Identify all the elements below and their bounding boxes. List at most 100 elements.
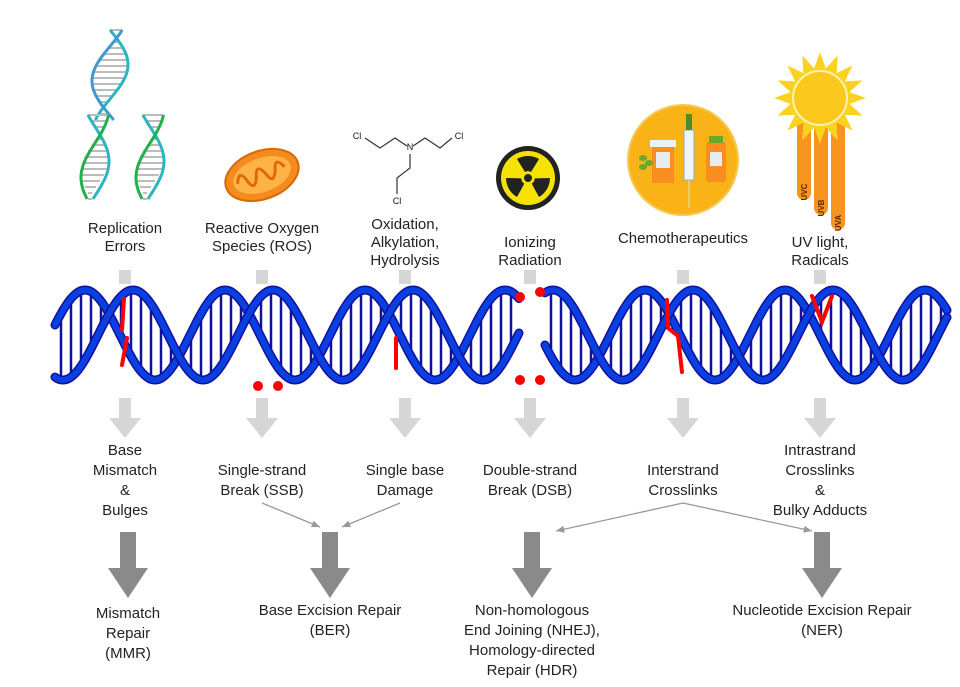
label-line: Bulky Adducts <box>773 502 867 519</box>
source-connector <box>814 270 826 284</box>
label-line: Ionizing <box>504 234 556 251</box>
atom-label: N <box>407 142 414 152</box>
uva-label: UVA <box>834 215 843 232</box>
label-line: Base Excision Repair <box>259 602 402 619</box>
dna-backbone-strand <box>52 286 522 384</box>
label-line: Break (SSB) <box>220 482 303 499</box>
label-line: Chemotherapeutics <box>618 230 748 247</box>
source-connector <box>256 270 268 284</box>
damage-mark <box>120 297 129 367</box>
label-line: Crosslinks <box>648 482 717 499</box>
pathway-link-arrow <box>682 502 813 532</box>
label-line: (NER) <box>801 622 843 639</box>
mitochondrion-icon <box>224 147 300 203</box>
radiation-hazard-icon <box>496 146 560 210</box>
label-line: Non-homologous <box>475 602 589 619</box>
label-line: End Joining (NHEJ), <box>464 622 600 639</box>
label-line: & <box>120 482 130 499</box>
label-line: Alkylation, <box>371 234 439 251</box>
label-line: Radicals <box>791 252 849 269</box>
atom-label: Cl <box>455 131 464 141</box>
repair-arrow <box>802 532 842 598</box>
label-line: Nucleotide Excision Repair <box>732 602 911 619</box>
label-line: Crosslinks <box>785 462 854 479</box>
strand-break-end <box>535 375 545 385</box>
label-line: Single base <box>366 462 444 479</box>
damage-mark <box>665 298 684 374</box>
atom-label: Cl <box>353 131 362 141</box>
strand-break-end <box>515 375 525 385</box>
source-connector <box>119 270 131 284</box>
source-connector <box>677 270 689 284</box>
strand-break-end <box>273 381 283 391</box>
label-line: Replication <box>88 220 162 237</box>
pathway-link-arrow <box>261 502 321 528</box>
uvb-label: UVB <box>817 199 826 216</box>
label-line: Homology-directed <box>469 642 595 659</box>
label-line: Repair (HDR) <box>487 662 578 679</box>
label-line: Bulges <box>102 502 148 519</box>
arrowhead <box>803 525 812 533</box>
label-line: Double-strand <box>483 462 577 479</box>
label-line: Interstrand <box>647 462 719 479</box>
down-arrow <box>109 398 141 438</box>
arrowhead <box>311 520 320 528</box>
dna-helix <box>50 285 952 391</box>
drugs-syringe-icon <box>627 104 739 216</box>
strand-break-end <box>253 381 263 391</box>
label-line: Errors <box>105 238 146 255</box>
dna-backbone-strand <box>542 286 950 384</box>
label-line: Oxidation, <box>371 216 439 233</box>
source-connector <box>399 270 411 284</box>
label-line: Mismatch <box>96 605 160 622</box>
label-line: Mismatch <box>93 462 157 479</box>
damage-source-label: Chemotherapeutics <box>618 230 748 247</box>
pathway-link-arrow <box>341 502 401 528</box>
down-arrow <box>514 398 546 438</box>
label-line: Base <box>108 442 142 459</box>
label-line: Repair <box>106 625 150 642</box>
down-arrow <box>667 398 699 438</box>
repair-arrow <box>310 532 350 598</box>
label-line: (MMR) <box>105 645 151 662</box>
label-line: UV light, <box>792 234 849 251</box>
atom-label: Cl <box>393 196 402 206</box>
dna-backbone-strand <box>52 286 522 384</box>
label-line: Intrastrand <box>784 442 856 459</box>
down-arrow <box>246 398 278 438</box>
arrowhead <box>556 525 565 533</box>
nitrogen-mustard-structure-icon: Cl N Cl Cl <box>353 131 464 206</box>
strand-break-end <box>535 287 545 297</box>
arrowhead <box>342 520 351 528</box>
damage-source-label: Oxidation,Alkylation,Hydrolysis <box>370 216 439 269</box>
uvc-label: UVC <box>800 183 809 200</box>
sun-uv-icon: UVC UVB UVA <box>774 52 866 231</box>
source-connector <box>524 270 536 284</box>
pathway-link-arrow <box>555 502 684 532</box>
label-line: Single-strand <box>218 462 306 479</box>
repair-arrow <box>108 532 148 598</box>
label-line: Reactive Oxygen <box>205 220 319 237</box>
repair-pathway-label: Nucleotide Excision Repair (NER) <box>732 602 911 639</box>
down-arrow <box>804 398 836 438</box>
label-line: Hydrolysis <box>370 252 439 269</box>
repair-pathway-label: Base Excision Repair(BER) <box>259 602 402 639</box>
dna-double-helix-icon <box>79 29 166 200</box>
label-line: Radiation <box>498 252 561 269</box>
strand-break-end <box>515 292 525 302</box>
damage-mark <box>810 294 834 328</box>
label-line: & <box>815 482 825 499</box>
label-line: Species (ROS) <box>212 238 312 255</box>
